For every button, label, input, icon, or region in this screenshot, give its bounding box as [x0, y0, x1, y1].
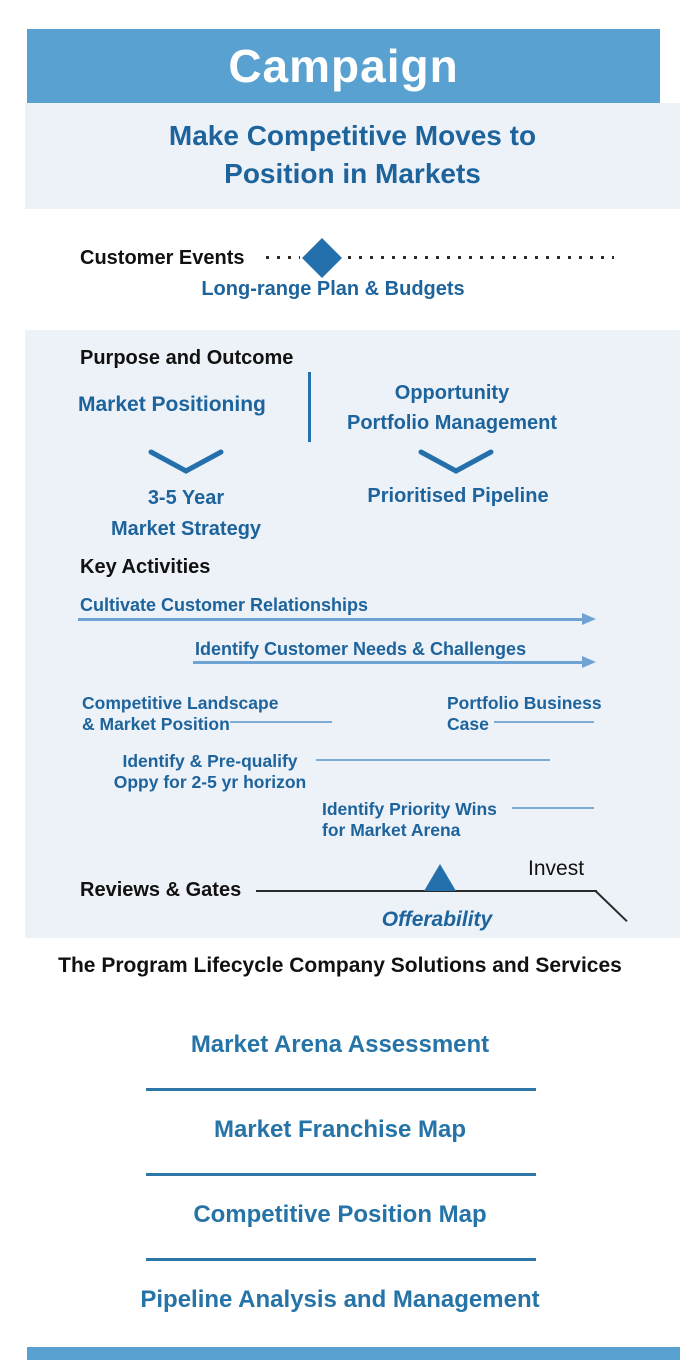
activity-arrow-line-2: [193, 661, 582, 664]
activity-portfolio-line1: Portfolio Business: [447, 693, 602, 713]
arrow-right-icon-2: [582, 656, 596, 668]
subtitle-line-1: Make Competitive Moves to: [168, 120, 537, 151]
purpose-left-title: Market Positioning: [78, 393, 266, 416]
solution-divider-3: [146, 1258, 536, 1261]
solution-item-market-franchise-map: Market Franchise Map: [213, 1116, 467, 1143]
purpose-divider-line: [308, 372, 311, 442]
solution-item-market-arena-assessment: Market Arena Assessment: [190, 1031, 490, 1058]
activity-prequalify-line1: Identify & Pre-qualify: [122, 751, 298, 771]
outcome-left: 3-5 Year Market Strategy: [103, 483, 269, 545]
lifecycle-title: The Program Lifecycle Company Solutions …: [58, 954, 622, 977]
purpose-right-title-line2: Portfolio Management: [346, 412, 557, 434]
chevron-down-icon-left: [148, 449, 224, 474]
customer-event-name: Long-range Plan & Budgets: [201, 278, 465, 300]
main-panel-background: [25, 330, 680, 938]
connector-line-portfolio: [494, 721, 594, 723]
purpose-right-title: Opportunity Portfolio Management: [337, 378, 567, 438]
key-activities-heading: Key Activities: [80, 556, 211, 578]
activity-wins-line1: Identify Priority Wins: [322, 799, 497, 819]
solution-divider-2: [146, 1173, 536, 1176]
activity-portfolio-line2: Case: [447, 714, 489, 734]
timeline-dotted-line-left: [266, 256, 300, 259]
connector-line-wins: [512, 807, 594, 809]
gate-label-invest: Invest: [528, 857, 585, 880]
outcome-left-line1: 3-5 Year: [147, 487, 225, 509]
solution-divider-1: [146, 1088, 536, 1091]
activity-identify-priority-wins: Identify Priority Wins for Market Arena: [322, 799, 497, 841]
page-title: Campaign: [228, 40, 459, 92]
connector-line-landscape: [230, 721, 332, 723]
activity-portfolio-business-case: Portfolio Business Case: [447, 693, 602, 735]
activity-competitive-landscape: Competitive Landscape & Market Position: [82, 693, 278, 735]
header-banner: Campaign: [27, 29, 660, 103]
activity-identify-needs: Identify Customer Needs & Challenges: [195, 639, 527, 659]
purpose-right-title-line1: Opportunity: [394, 382, 510, 404]
solution-item-competitive-position-map: Competitive Position Map: [193, 1201, 487, 1228]
activity-competitive-landscape-line2: & Market Position: [82, 714, 230, 734]
activity-identify-prequalify: Identify & Pre-qualify Oppy for 2-5 yr h…: [106, 751, 314, 793]
activity-prequalify-line2: Oppy for 2-5 yr horizon: [113, 772, 307, 792]
timeline-dotted-line-right: [348, 256, 614, 259]
gate-label-offerability: Offerability: [381, 908, 493, 931]
activity-wins-line2: for Market Arena: [322, 820, 461, 840]
purpose-outcome-heading: Purpose and Outcome: [80, 347, 294, 369]
outcome-right: Prioritised Pipeline: [367, 485, 549, 507]
solution-item-pipeline-analysis: Pipeline Analysis and Management: [140, 1286, 540, 1313]
outcome-left-line2: Market Strategy: [110, 518, 262, 540]
footer-bar: [27, 1347, 680, 1360]
chevron-down-icon-right: [418, 449, 494, 474]
customer-events-label: Customer Events: [80, 247, 245, 269]
subtitle-line-2: Position in Markets: [224, 158, 481, 189]
subtitle-panel: Make Competitive Moves to Position in Ma…: [25, 103, 680, 209]
gate-triangle-icon: [424, 864, 456, 891]
arrow-right-icon-1: [582, 613, 596, 625]
activity-cultivate-relationships: Cultivate Customer Relationships: [80, 595, 369, 615]
reviews-gates-heading: Reviews & Gates: [80, 879, 242, 901]
activity-arrow-line-1: [78, 618, 582, 621]
connector-line-prequalify: [316, 759, 550, 761]
milestone-diamond-icon: [302, 238, 342, 278]
activity-competitive-landscape-line1: Competitive Landscape: [82, 693, 279, 713]
